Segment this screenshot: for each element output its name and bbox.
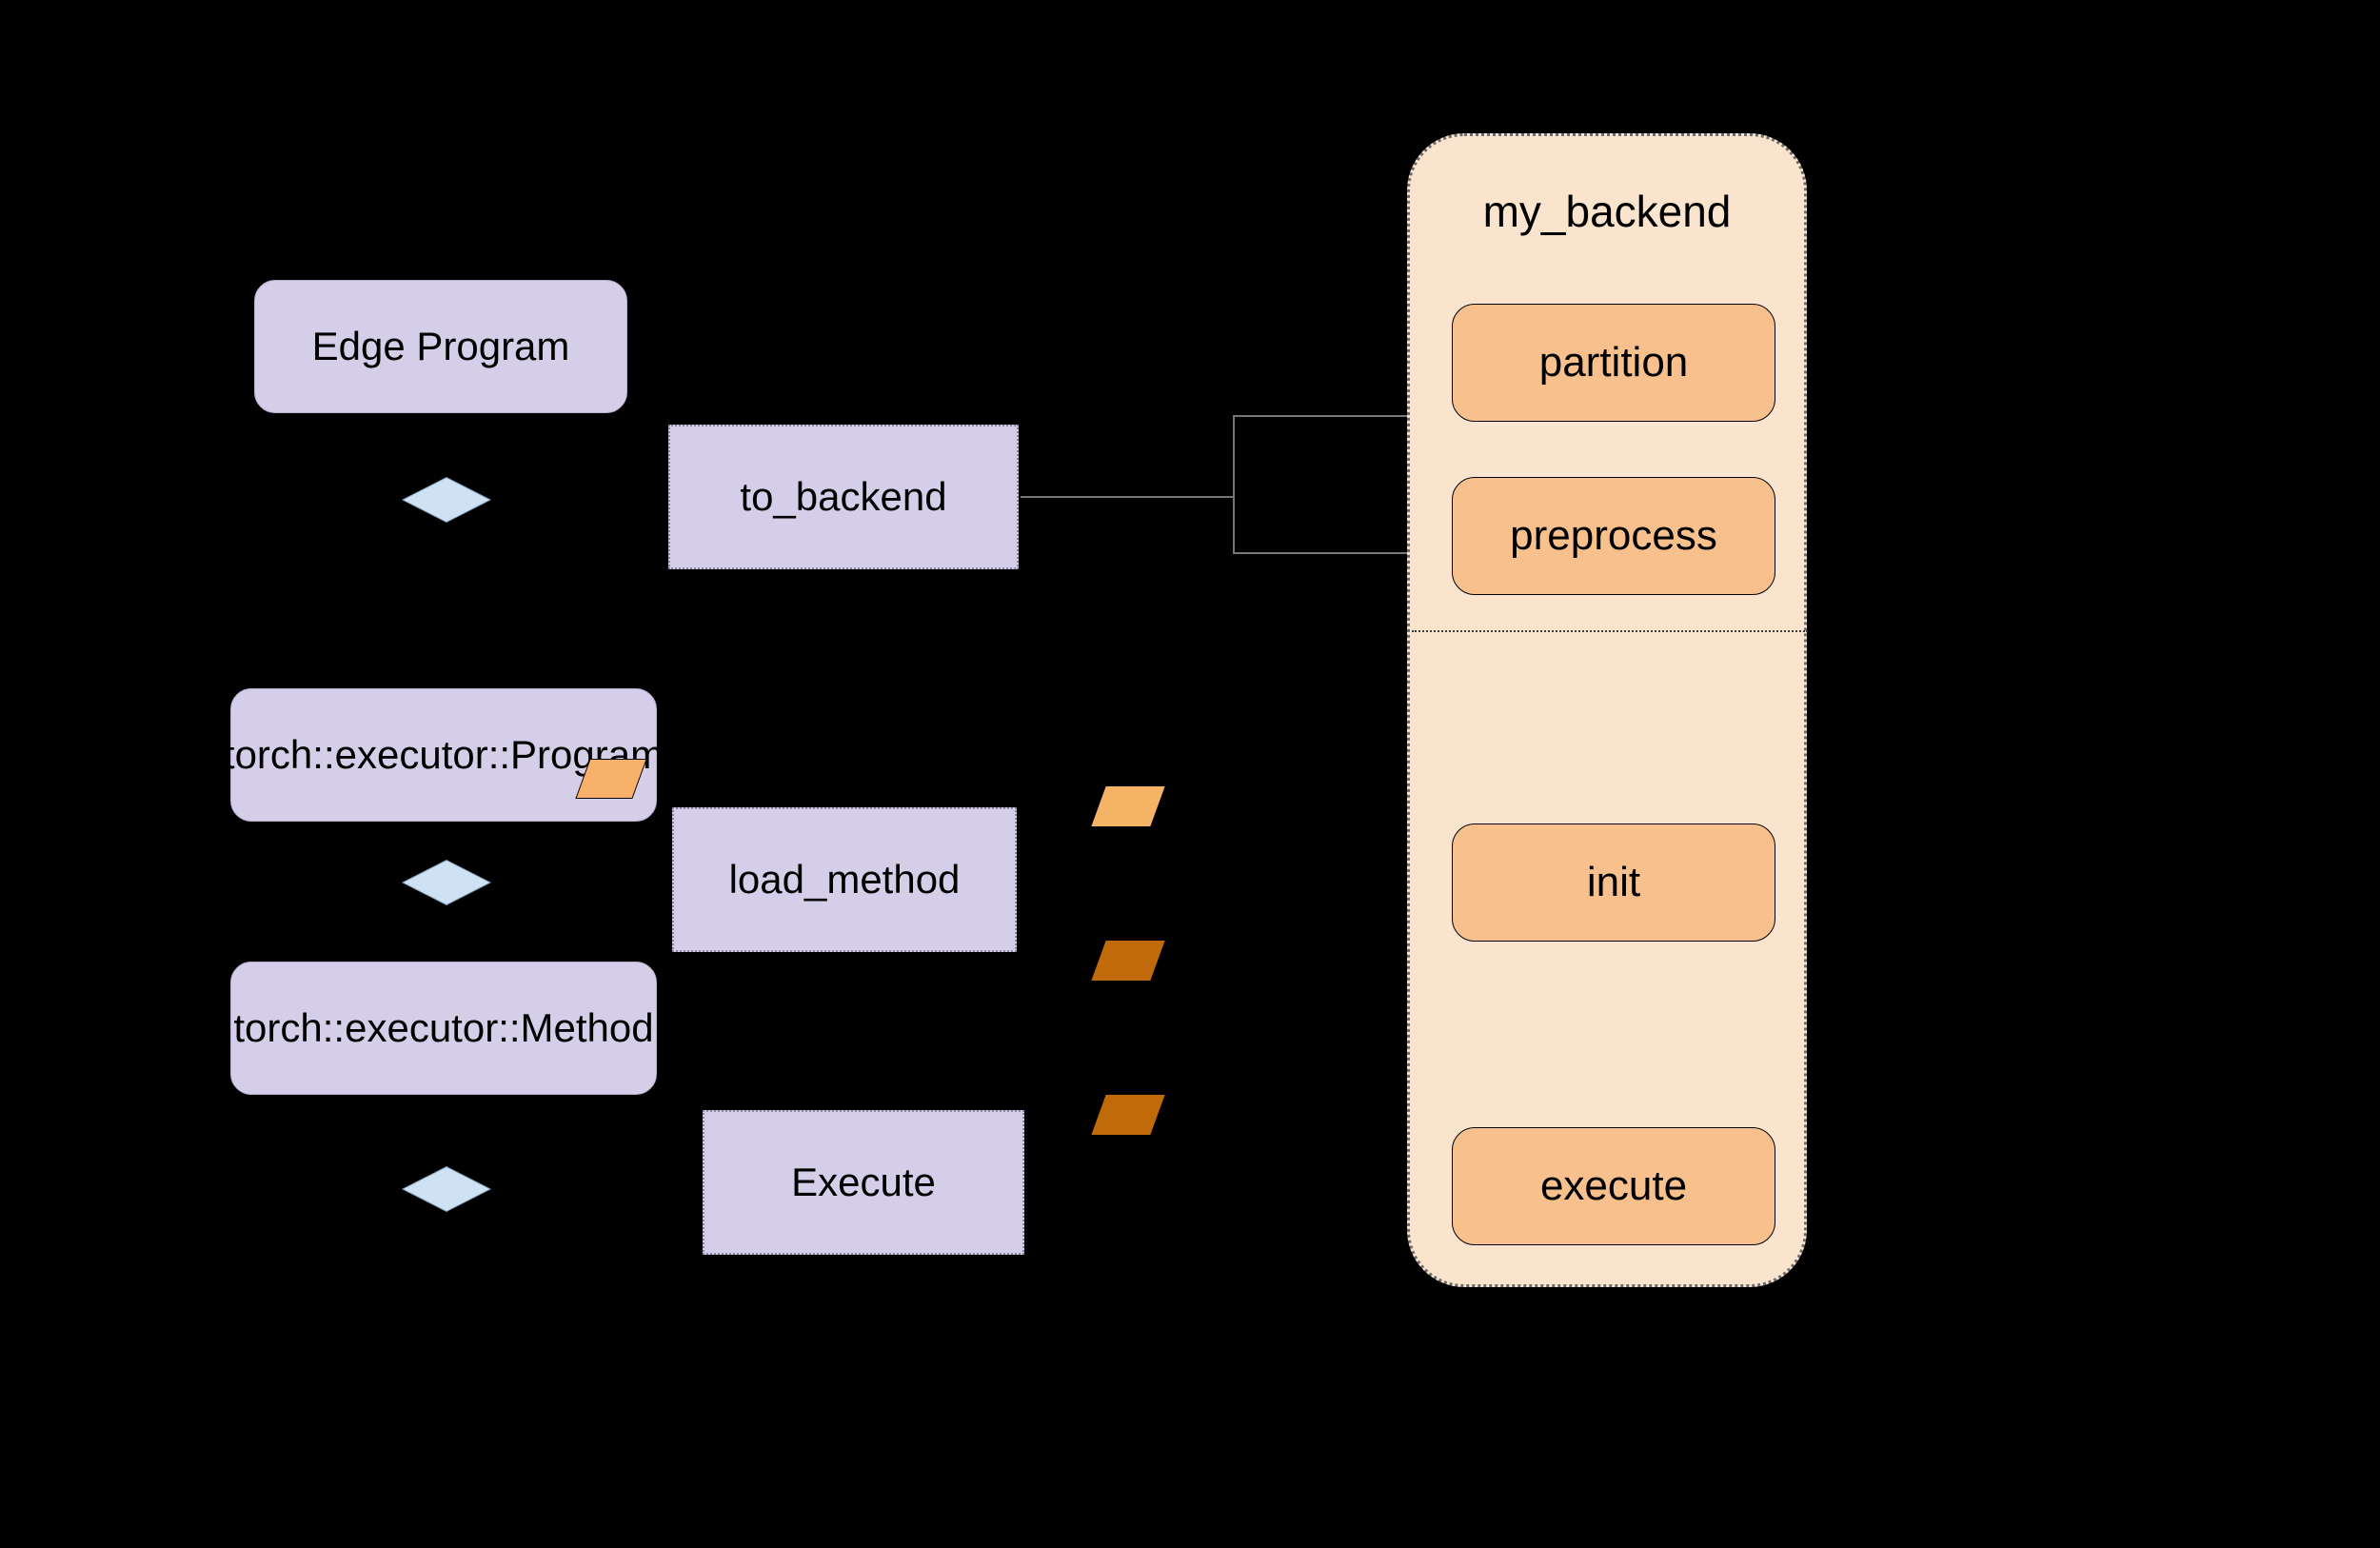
backend-fn-execute-label: execute: [1539, 1162, 1688, 1209]
payload-parallelogram-3: [1091, 1095, 1165, 1135]
state-method-label: torch::executor::Method: [233, 1005, 654, 1051]
backend-container: my_backend partition preprocess init exe…: [1407, 133, 1808, 1287]
backend-fn-preprocess[interactable]: preprocess: [1452, 477, 1775, 595]
connector-branch-to-partition: [1233, 415, 1438, 417]
backend-fn-partition-label: partition: [1538, 339, 1689, 386]
backend-fn-partition[interactable]: partition: [1452, 304, 1775, 422]
flow-diamond-1: [402, 477, 491, 523]
backend-fn-execute[interactable]: execute: [1452, 1127, 1775, 1245]
call-to-backend[interactable]: to_backend: [668, 425, 1019, 569]
backend-title: my_backend: [1482, 187, 1732, 236]
backend-fn-init[interactable]: init: [1452, 824, 1775, 942]
payload-parallelogram-2: [1091, 941, 1165, 981]
call-execute[interactable]: Execute: [703, 1110, 1024, 1255]
connector-branch-vertical: [1233, 415, 1235, 552]
flow-diamond-3: [402, 1166, 491, 1212]
connector-to-backend-trunk: [1021, 496, 1235, 498]
flow-diamond-2: [402, 860, 491, 905]
backend-fn-init-label: init: [1586, 859, 1641, 905]
state-method[interactable]: torch::executor::Method: [230, 962, 657, 1095]
payload-parallelogram-1: [1091, 786, 1165, 826]
call-load-method-label: load_method: [728, 857, 961, 903]
backend-stage-divider: [1412, 630, 1808, 632]
state-program[interactable]: torch::executor::Program: [224, 688, 664, 822]
connector-branch-to-preprocess: [1233, 552, 1438, 554]
state-edge-program[interactable]: Edge Program: [254, 280, 627, 413]
call-execute-label: Execute: [791, 1160, 936, 1205]
state-edge-program-label: Edge Program: [311, 324, 570, 369]
call-load-method[interactable]: load_method: [672, 807, 1017, 952]
call-to-backend-label: to_backend: [740, 474, 947, 520]
backend-fn-preprocess-label: preprocess: [1510, 512, 1717, 559]
